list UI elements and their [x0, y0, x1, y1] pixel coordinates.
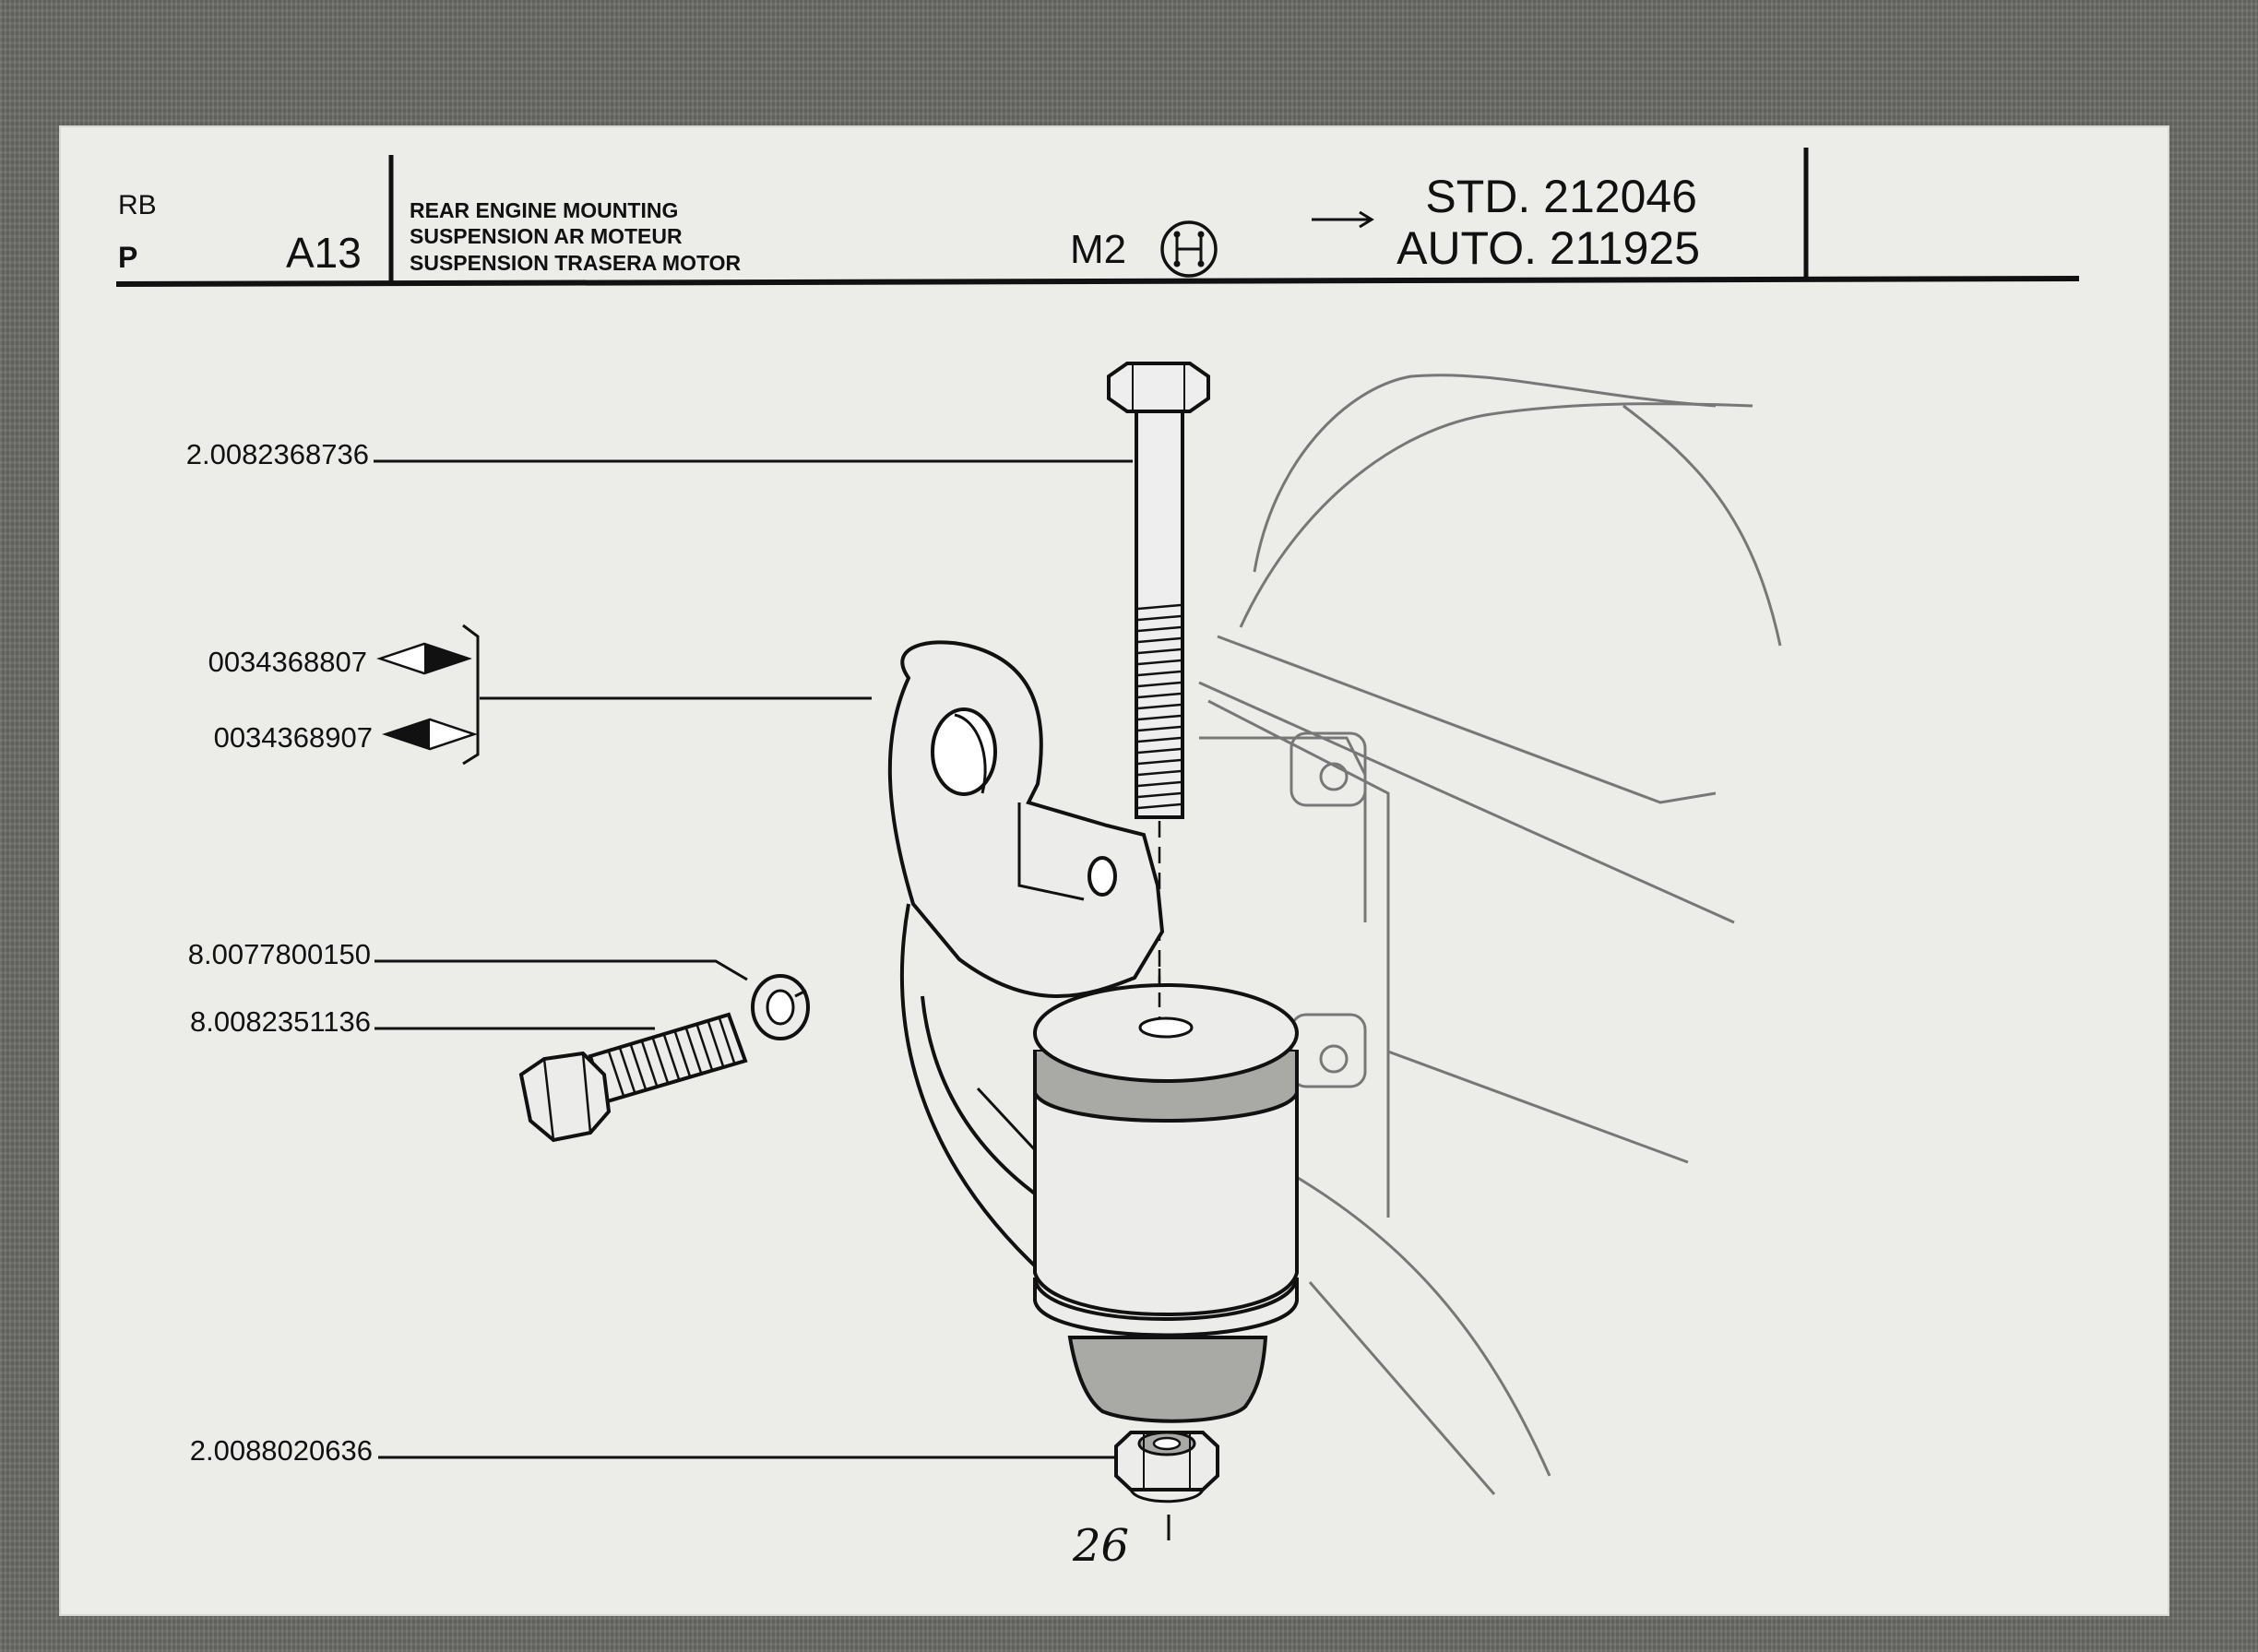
gearshift-pattern-icon: [1160, 220, 1218, 278]
short-bolt: [518, 1012, 748, 1143]
lang-p-label: P: [118, 241, 137, 274]
part-ref-bracket-left: 0034368807: [208, 646, 367, 678]
handwritten-note: 26: [1072, 1520, 1129, 1572]
part-labels: 2.0082368736 0034368807 0034368907 8.007…: [186, 438, 478, 1467]
title-english: REAR ENGINE MOUNTING: [410, 198, 678, 222]
title-spanish: SUSPENSION TRASERA MOTOR: [410, 251, 741, 275]
part-ref-bolt-long: 2.0082368736: [186, 438, 369, 470]
left-side-indicator-icon: [376, 642, 472, 675]
group-code: A13: [286, 229, 362, 277]
model-code: M2: [1070, 227, 1126, 272]
std-serial: STD. 212046: [1425, 171, 1697, 222]
rubber-mount: [1033, 969, 1299, 1423]
header-block: RB P A13 REAR ENGINE MOUNTING SUSPENSION…: [115, 148, 2080, 287]
header-rule: [115, 276, 2080, 287]
leader-lines: [374, 459, 1133, 1459]
part-ref-lock-nut: 2.0088020636: [190, 1434, 373, 1467]
part-ref-spring-washer: 8.0077800150: [188, 938, 371, 970]
mounting-bracket: [887, 640, 1165, 1275]
title-french: SUSPENSION AR MOTEUR: [410, 224, 683, 248]
auto-serial: AUTO. 211925: [1396, 222, 1700, 274]
long-bolt: [1107, 362, 1210, 1015]
vehicle-body-outline: [1198, 374, 1782, 1495]
right-side-indicator-icon: [382, 718, 478, 751]
arrow-right-icon: [1312, 210, 1374, 229]
part-ref-bolt-short: 8.0082351136: [190, 1005, 371, 1038]
spring-washer: [751, 974, 810, 1040]
part-ref-bracket-right: 0034368907: [214, 721, 373, 754]
lock-nut: [1114, 1431, 1219, 1503]
lang-rb-label: RB: [118, 190, 157, 220]
